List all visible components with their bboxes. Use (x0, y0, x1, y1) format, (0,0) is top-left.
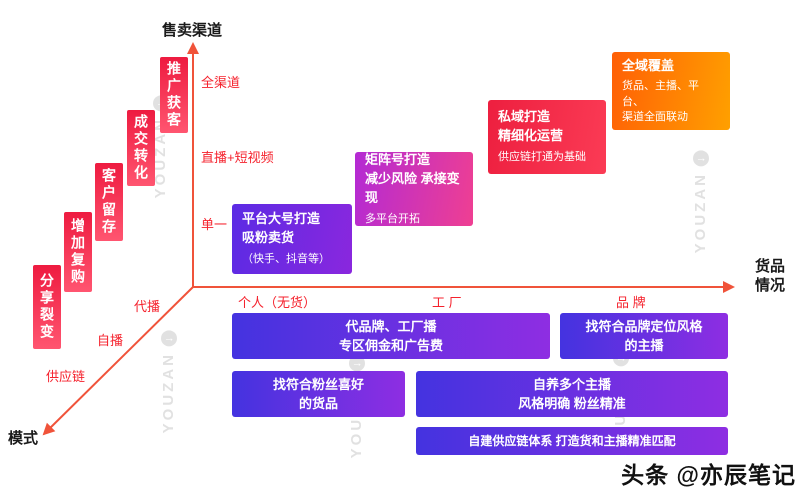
watermark-text: YOUZAN (692, 172, 709, 254)
y-tick-live-shortvideo: 直播+短视频 (201, 150, 274, 165)
x-tick-factory: 工 厂 (432, 295, 462, 310)
stage-note-line1: 货品、主播、平台、 (622, 80, 699, 108)
stage-title: 全域覆盖 (622, 57, 675, 73)
youzan-logo-icon: ↓ (693, 150, 709, 166)
strategy-line2: 的主播 (624, 338, 664, 353)
stage-box-private-domain: 私域打造 精细化运营 供应链打通为基础 (488, 100, 606, 174)
stage-line2: 吸粉卖货 (242, 230, 295, 246)
x-tick-individual: 个人（无货） (238, 295, 317, 310)
strategy-line1: 自养多个主播 (532, 376, 611, 392)
strategy-line1: 自建供应链体系 打造货和主播精准匹配 (468, 434, 676, 448)
z-tick-supply-chain: 供应链 (46, 369, 86, 384)
funnel-step-conversion: 成交转化 (127, 110, 155, 186)
x-axis-title: 货品 情况 (755, 258, 785, 296)
x-tick-brand: 品 牌 (616, 295, 646, 310)
watermark-text: YOUZAN (160, 352, 177, 434)
strategy-box-own-supply-chain: 自建供应链体系 打造货和主播精准匹配 (416, 427, 728, 455)
stage-note-line2: 渠道全面联动 (622, 111, 688, 124)
z-tick-self-broadcast: 自播 (97, 333, 124, 348)
funnel-step-repurchase: 增加复购 (64, 212, 92, 292)
stage-title: 矩阵号打造 (365, 152, 431, 168)
byline: 头条 @亦辰笔记 (621, 462, 796, 488)
strategy-box-agency-brand-factory: 代品牌、工厂播 专区佣金和广告费 (232, 313, 550, 359)
stage-box-platform-account: 平台大号打造 吸粉卖货 （快手、抖音等） (232, 204, 352, 274)
strategy-line2: 专区佣金和广告费 (338, 338, 443, 353)
x-axis-title-line1: 货品 (755, 258, 786, 275)
youzan-watermark: YOUZAN ↓ (692, 150, 709, 253)
strategy-box-own-anchors: 自养多个主播 风格明确 粉丝精准 (416, 371, 728, 417)
stage-box-matrix-accounts: 矩阵号打造 减少风险 承接变现 多平台开拓 (355, 152, 473, 226)
stage-line2: 减少风险 承接变现 (365, 170, 460, 205)
stage-note: （快手、抖音等） (242, 253, 330, 266)
y-axis-title: 售卖渠道 (162, 22, 223, 39)
funnel-step-share: 分享裂变 (33, 265, 61, 349)
y-tick-all-channels: 全渠道 (201, 75, 241, 90)
strategy-box-fan-preference-goods: 找符合粉丝喜好 的货品 (232, 371, 405, 417)
z-tick-agency-broadcast: 代播 (134, 299, 161, 314)
strategy-line2: 的货品 (298, 396, 338, 411)
stage-title: 平台大号打造 (242, 211, 321, 227)
stage-note: 多平台开拓 (365, 212, 420, 225)
x-axis-title-line2: 情况 (755, 276, 786, 294)
stage-note: 供应链打通为基础 (498, 151, 586, 164)
funnel-step-retention: 客户留存 (95, 163, 123, 241)
funnel-step-acquisition: 推广获客 (160, 57, 188, 133)
strategy-line2: 风格明确 粉丝精准 (518, 396, 626, 411)
strategy-box-brand-style-anchor: 找符合品牌定位风格 的主播 (560, 313, 728, 359)
stage-line2: 精细化运营 (498, 128, 564, 144)
youzan-watermark: YOUZAN ↓ (160, 330, 177, 433)
youzan-logo-icon: ↓ (161, 330, 177, 346)
stage-title: 私域打造 (498, 109, 551, 125)
y-tick-single: 单一 (201, 217, 228, 232)
stage-box-omni-coverage: 全域覆盖 货品、主播、平台、 渠道全面联动 (612, 52, 730, 130)
strategy-line1: 找符合粉丝喜好 (272, 376, 364, 392)
strategy-line1: 代品牌、工厂播 (345, 318, 437, 334)
z-axis-title: 模式 (8, 430, 39, 447)
strategy-line1: 找符合品牌定位风格 (585, 318, 703, 334)
